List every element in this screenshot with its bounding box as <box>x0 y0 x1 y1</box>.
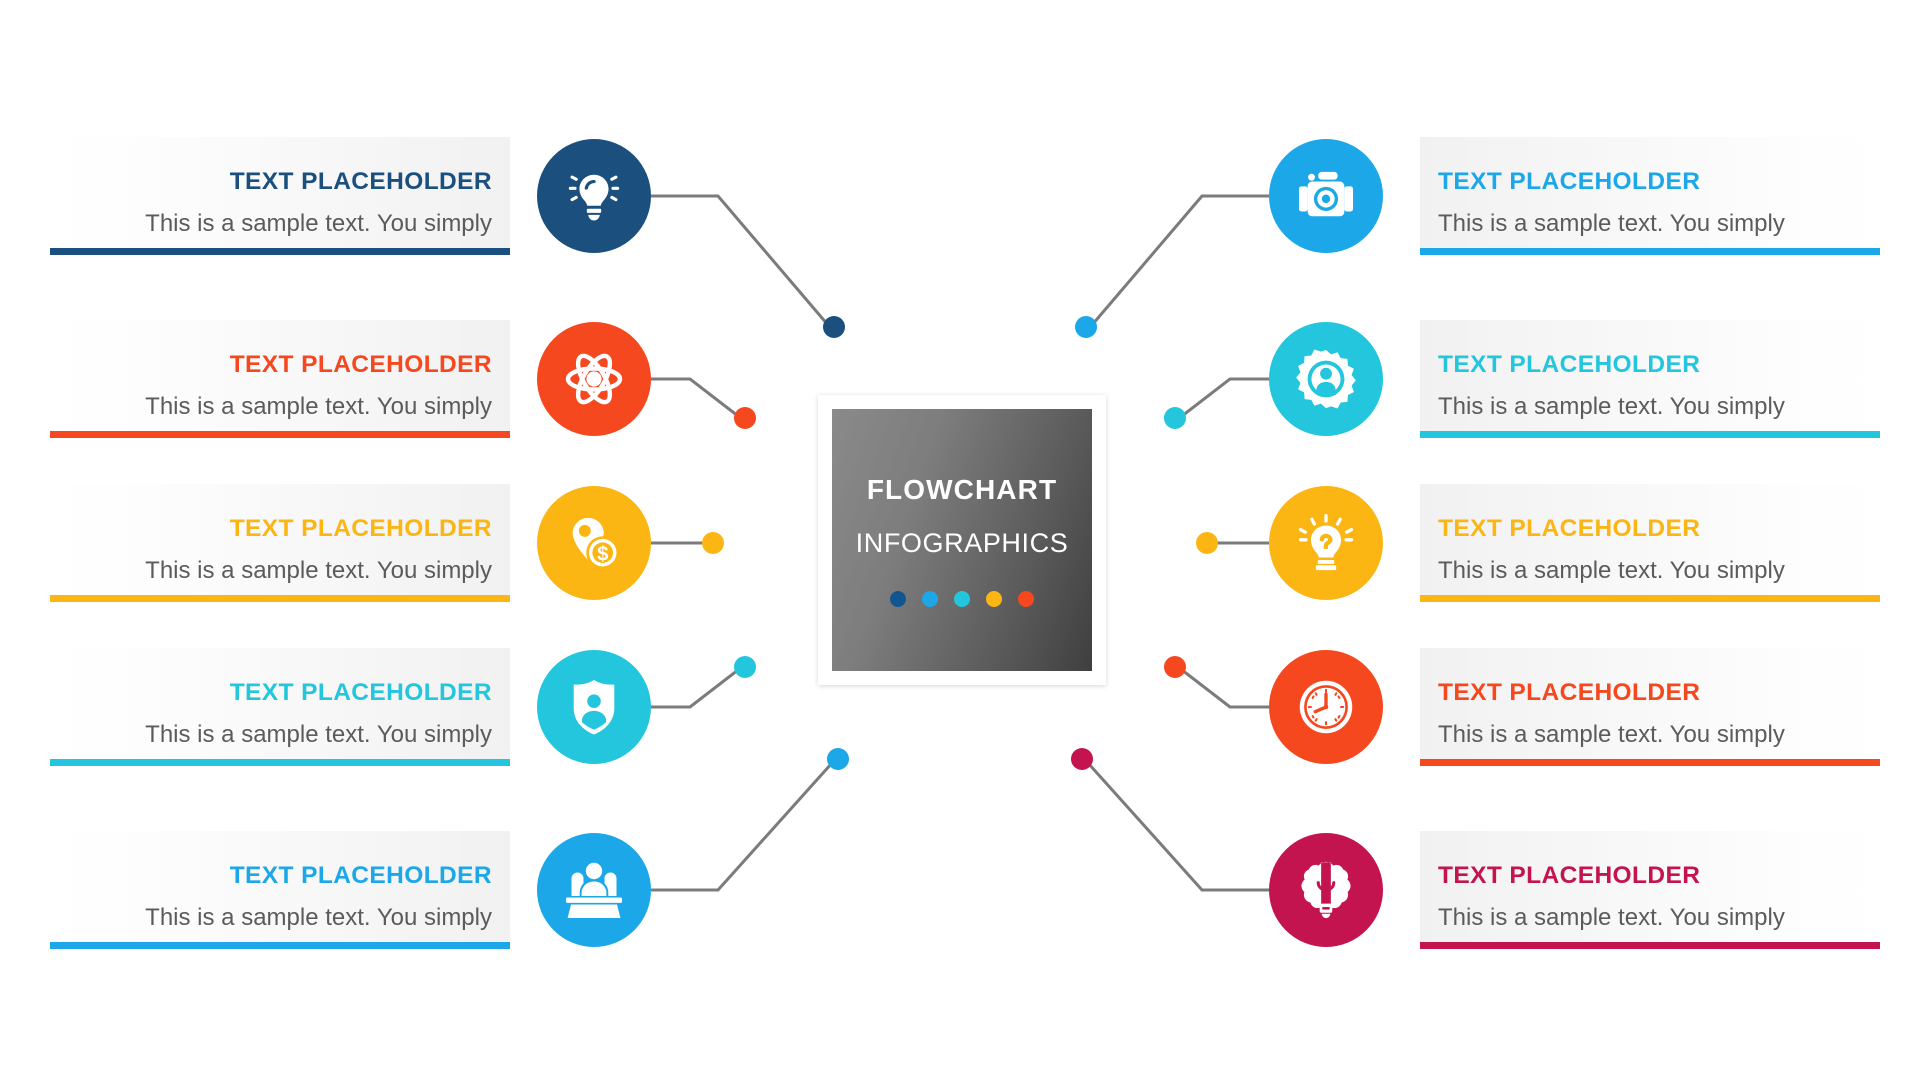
center-dot-5 <box>1018 590 1034 607</box>
right-card-4-title: TEXT PLACEHOLDER <box>1438 679 1701 707</box>
left-card-5-accent-rule <box>50 942 510 949</box>
left-card-2-title: TEXT PLACEHOLDER <box>229 351 492 379</box>
right-card-4[interactable]: TEXT PLACEHOLDER This is a sample text. … <box>1420 648 1880 766</box>
center-dot-3 <box>954 590 970 607</box>
center-panel: FLOWCHART INFOGRAPHICS <box>818 395 1106 685</box>
atom-icon[interactable] <box>537 322 651 436</box>
right-card-4-accent-rule <box>1420 759 1880 766</box>
left-card-3-title: TEXT PLACEHOLDER <box>229 515 492 543</box>
right-card-5[interactable]: TEXT PLACEHOLDER This is a sample text. … <box>1420 831 1880 949</box>
right-card-4-body: This is a sample text. You simply <box>1438 720 1785 748</box>
camera-icon[interactable] <box>1269 139 1383 253</box>
clock-icon[interactable] <box>1269 650 1383 764</box>
shield-person-icon[interactable] <box>537 650 651 764</box>
center-dot-2 <box>922 590 938 607</box>
left-card-4[interactable]: TEXT PLACEHOLDER This is a sample text. … <box>50 648 510 766</box>
right-card-2-accent-rule <box>1420 431 1880 438</box>
left-card-4-body: This is a sample text. You simply <box>145 720 492 748</box>
right-card-2[interactable]: TEXT PLACEHOLDER This is a sample text. … <box>1420 320 1880 438</box>
right-card-1[interactable]: TEXT PLACEHOLDER This is a sample text. … <box>1420 137 1880 255</box>
right-card-2-body: This is a sample text. You simply <box>1438 392 1785 420</box>
right-card-3-body: This is a sample text. You simply <box>1438 556 1785 584</box>
left-card-3-accent-rule <box>50 595 510 602</box>
left-card-4-title: TEXT PLACEHOLDER <box>229 679 492 707</box>
right-card-3[interactable]: TEXT PLACEHOLDER This is a sample text. … <box>1420 484 1880 602</box>
left-card-2[interactable]: TEXT PLACEHOLDER This is a sample text. … <box>50 320 510 438</box>
right-card-5-title: TEXT PLACEHOLDER <box>1438 862 1701 890</box>
center-panel-inner: FLOWCHART INFOGRAPHICS <box>832 409 1092 671</box>
left-card-1-accent-rule <box>50 248 510 255</box>
right-card-5-body: This is a sample text. You simply <box>1438 903 1785 931</box>
left-card-3[interactable]: TEXT PLACEHOLDER This is a sample text. … <box>50 484 510 602</box>
team-presentation-icon[interactable] <box>537 833 651 947</box>
right-card-2-title: TEXT PLACEHOLDER <box>1438 351 1701 379</box>
left-card-1-title: TEXT PLACEHOLDER <box>229 168 492 196</box>
center-dot-4 <box>986 590 1002 607</box>
left-card-3-body: This is a sample text. You simply <box>145 556 492 584</box>
center-dot-row <box>890 590 1034 607</box>
center-subtitle: INFOGRAPHICS <box>855 527 1069 558</box>
left-card-5[interactable]: TEXT PLACEHOLDER This is a sample text. … <box>50 831 510 949</box>
left-card-2-body: This is a sample text. You simply <box>145 392 492 420</box>
right-card-1-title: TEXT PLACEHOLDER <box>1438 168 1701 196</box>
right-card-1-body: This is a sample text. You simply <box>1438 209 1785 237</box>
svg-text:$: $ <box>597 543 609 565</box>
idea-hand-icon[interactable] <box>1269 486 1383 600</box>
gear-person-icon[interactable] <box>1269 322 1383 436</box>
brain-bulb-icon[interactable] <box>1269 833 1383 947</box>
right-card-5-accent-rule <box>1420 942 1880 949</box>
left-card-5-body: This is a sample text. You simply <box>145 903 492 931</box>
lightbulb-icon[interactable] <box>537 139 651 253</box>
right-card-3-title: TEXT PLACEHOLDER <box>1438 515 1701 543</box>
left-card-1[interactable]: TEXT PLACEHOLDER This is a sample text. … <box>50 137 510 255</box>
price-tag-dollar-icon[interactable]: $ <box>537 486 651 600</box>
left-card-1-body: This is a sample text. You simply <box>145 209 492 237</box>
left-card-5-title: TEXT PLACEHOLDER <box>229 862 492 890</box>
right-card-1-accent-rule <box>1420 248 1880 255</box>
left-card-2-accent-rule <box>50 431 510 438</box>
right-card-3-accent-rule <box>1420 595 1880 602</box>
left-card-4-accent-rule <box>50 759 510 766</box>
center-title: FLOWCHART <box>866 473 1058 505</box>
center-dot-1 <box>890 590 906 607</box>
